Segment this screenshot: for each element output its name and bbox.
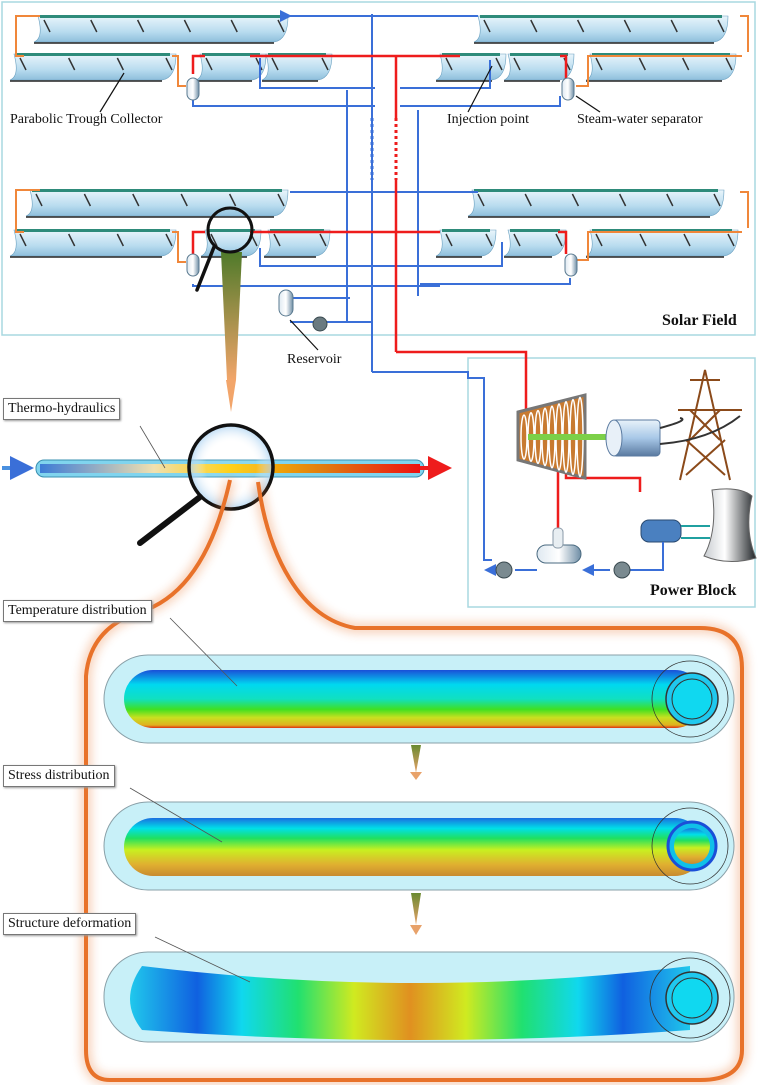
- power-block-title: Power Block: [650, 582, 737, 599]
- stress-tube: [103, 787, 735, 891]
- absorber-tube: [16, 53, 170, 56]
- thermo-hydraulics-label: Thermo-hydraulics: [3, 398, 121, 420]
- trough-collector: [9, 229, 177, 257]
- cooling-tower-icon: [703, 488, 757, 562]
- feed-pumps: [495, 561, 631, 579]
- steam-water-separators: [186, 77, 578, 277]
- temperature-distribution-label: Temperature distribution: [3, 600, 152, 622]
- absorber-tube: [40, 15, 282, 18]
- absorber-tube: [16, 229, 170, 232]
- detail-region-outline: [84, 479, 744, 1082]
- reservoir-label: Reservoir: [287, 352, 342, 367]
- trough-collector: [195, 53, 267, 81]
- absorber-tube: [202, 53, 260, 56]
- trough-collector: [585, 53, 737, 81]
- structure-deformation-label: Structure deformation: [3, 913, 137, 935]
- flow-arrow: [411, 893, 421, 925]
- trough-collector: [503, 53, 575, 81]
- absorber-tube: [207, 229, 255, 232]
- thermo-magnifier-icon: [137, 380, 275, 546]
- absorber-tube: [510, 229, 560, 232]
- trough-collector: [9, 53, 177, 81]
- trough-collector: [25, 189, 289, 217]
- trough-collector: [585, 229, 739, 257]
- reservoir: [278, 289, 328, 332]
- absorber-tube: [442, 53, 500, 56]
- preheat-pipes: [15, 15, 749, 263]
- separator-label: Steam-water separator: [577, 112, 703, 127]
- trough-collector: [200, 229, 262, 257]
- cold-water-pipes: [192, 10, 571, 561]
- temperature-tube: [103, 617, 735, 744]
- trough-collector: [263, 229, 331, 257]
- absorber-tube: [592, 53, 730, 56]
- absorber-tube: [474, 189, 718, 192]
- solar-field-panel: [1, 1, 756, 336]
- flow-arrow: [411, 745, 421, 773]
- condenser: [640, 519, 710, 543]
- absorber-tube: [510, 53, 568, 56]
- trough-collector: [435, 229, 497, 257]
- stress-distribution-label: Stress distribution: [3, 765, 115, 787]
- absorber-tube: [442, 229, 490, 232]
- trough-collector: [33, 15, 289, 43]
- absorber-tube: [480, 15, 722, 18]
- trough-collector: [261, 53, 333, 81]
- power-block-panel: [467, 357, 756, 608]
- steam-turbine: [516, 393, 612, 480]
- trough-collector: [473, 15, 729, 43]
- solar-field-title: Solar Field: [662, 312, 737, 329]
- deaerator: [536, 527, 582, 564]
- trough-collector: [467, 189, 725, 217]
- generator: [605, 419, 661, 457]
- collector-label: Parabolic Trough Collector: [10, 112, 163, 127]
- absorber-tube: [268, 53, 326, 56]
- transmission-tower-icon: [659, 369, 742, 481]
- absorber-tube: [592, 229, 732, 232]
- absorber-tube: [32, 189, 282, 192]
- solar-field-magnifier-icon: [195, 206, 254, 380]
- steam-pipes: [191, 54, 642, 528]
- absorber-tube: [270, 229, 324, 232]
- injection-point-label: Injection point: [447, 112, 530, 127]
- deformation-tube: [103, 936, 735, 1043]
- collector-array: [9, 15, 739, 258]
